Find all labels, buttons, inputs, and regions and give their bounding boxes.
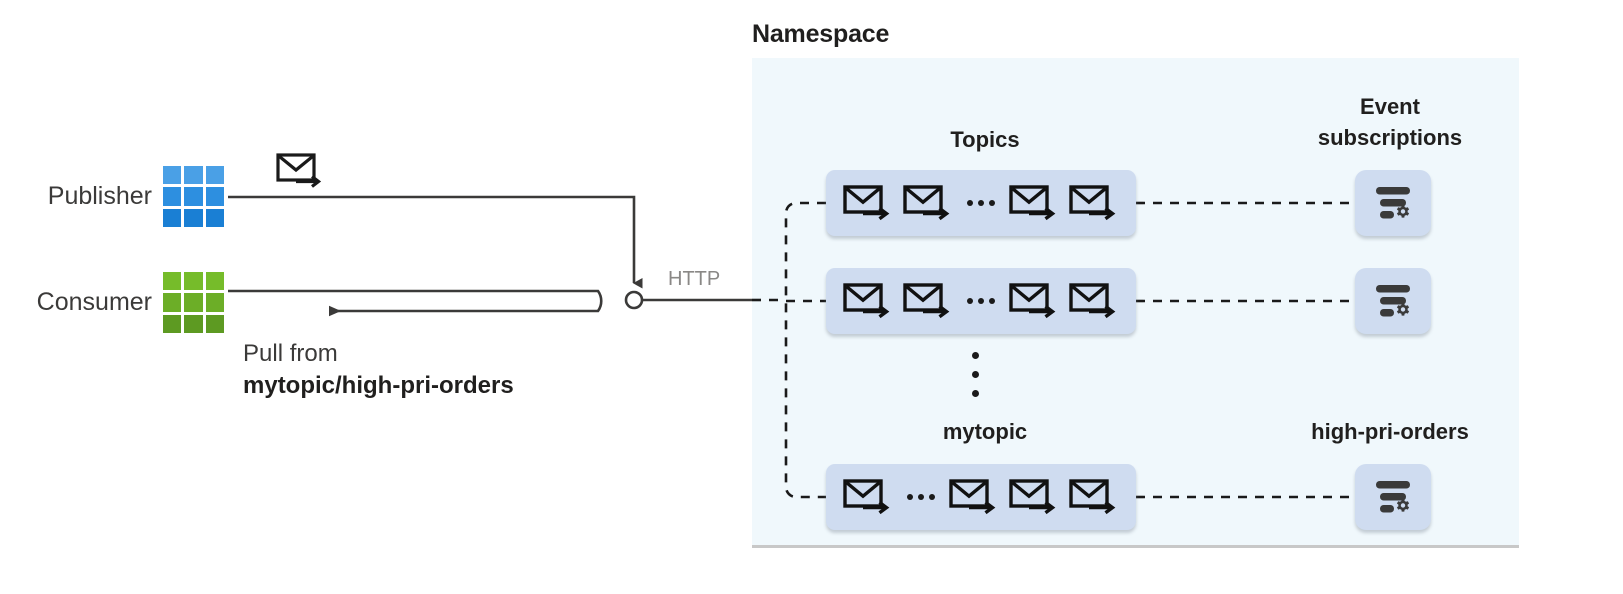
envelope-arrow-icon xyxy=(843,478,893,516)
event-subscription-box[interactable] xyxy=(1355,464,1431,530)
event-subscription-box[interactable] xyxy=(1355,170,1431,236)
consumer-label: Consumer xyxy=(36,288,152,316)
publisher-connector xyxy=(228,195,643,289)
topic-box[interactable] xyxy=(826,464,1136,530)
publisher-label: Publisher xyxy=(47,182,152,210)
envelope-arrow-icon xyxy=(1069,478,1119,516)
event-subscriptions-heading-line1: Event xyxy=(1360,94,1420,119)
envelope-arrow-icon xyxy=(1009,478,1059,516)
envelope-arrow-icon-publisher xyxy=(276,153,322,188)
pull-from-line2: mytopic/high-pri-orders xyxy=(243,371,514,399)
high-pri-orders-label: high-pri-orders xyxy=(1311,419,1469,444)
grid-3x3-icon-consumer xyxy=(163,272,224,333)
envelope-arrow-icon xyxy=(903,282,953,320)
http-label: HTTP xyxy=(668,268,721,290)
envelope-arrow-icon xyxy=(843,282,893,320)
consumer-pull-connector xyxy=(228,289,603,317)
envelope-arrow-icon xyxy=(1069,282,1119,320)
topic-box[interactable] xyxy=(826,170,1136,236)
endpoint-circle xyxy=(624,290,644,310)
message-ellipsis xyxy=(963,298,999,304)
grid-3x3-icon-publisher xyxy=(163,166,224,227)
envelope-arrow-icon xyxy=(1069,184,1119,222)
event-subscriptions-heading-line2: subscriptions xyxy=(1317,125,1463,151)
envelope-arrow-icon xyxy=(903,184,953,222)
envelope-arrow-icon xyxy=(1009,184,1059,222)
envelope-arrow-icon xyxy=(949,478,999,516)
message-ellipsis xyxy=(963,200,999,206)
event-subscription-box[interactable] xyxy=(1355,268,1431,334)
topics-heading: Topics xyxy=(950,127,1020,152)
envelope-arrow-icon xyxy=(1009,282,1059,320)
namespace-title: Namespace xyxy=(752,20,890,48)
pull-from-annotation: Pull from mytopic/high-pri-orders xyxy=(243,338,514,402)
topic-box[interactable] xyxy=(826,268,1136,334)
filter-gear-icon xyxy=(1369,280,1417,322)
vertical-ellipsis xyxy=(972,352,979,397)
mytopic-label: mytopic xyxy=(942,419,1028,444)
pull-from-line1: Pull from xyxy=(243,340,338,367)
filter-gear-icon xyxy=(1369,476,1417,518)
event-subscriptions-heading: Event subscriptions xyxy=(1270,91,1510,153)
envelope-arrow-icon xyxy=(843,184,893,222)
message-ellipsis xyxy=(903,494,939,500)
filter-gear-icon xyxy=(1369,182,1417,224)
